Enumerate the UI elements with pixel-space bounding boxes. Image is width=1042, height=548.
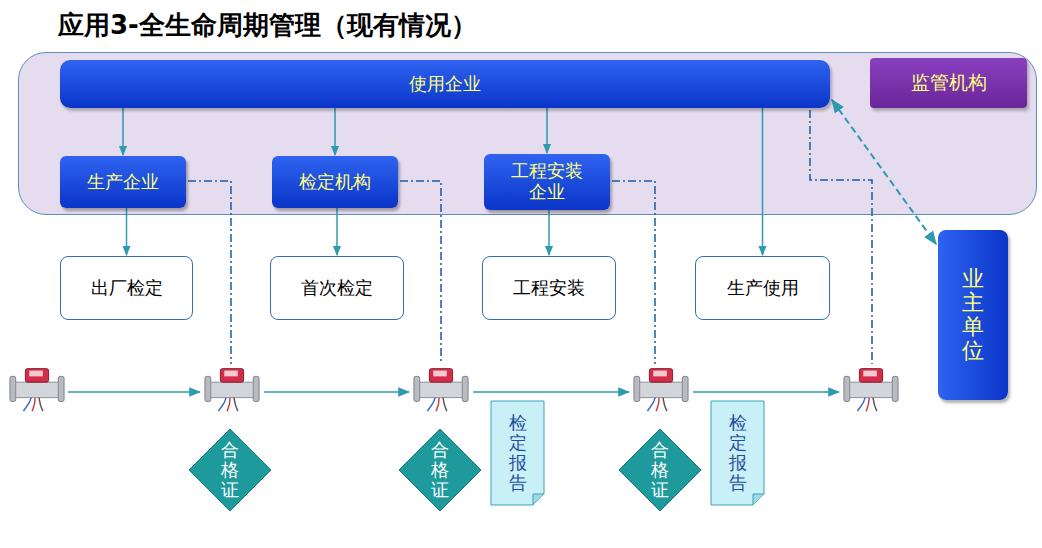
node-label: 检定报告 [509,413,527,492]
stage-box: 工程安装 [482,256,616,320]
stage-box: 首次检定 [270,256,404,320]
node-label: 监管机构 [911,70,987,96]
owner-box: 业主单位 [938,230,1008,400]
node-label: 生产使用 [727,276,799,300]
connector-arrow [762,108,764,255]
stage-box: 生产使用 [695,256,830,320]
certificate-diamond: 合格证 [188,428,272,512]
connector-arrow [832,100,936,244]
org-box: 生产企业 [60,156,186,208]
regulator-box: 监管机构 [870,58,1027,108]
certificate-diamond: 合格证 [398,428,482,512]
certificate-diamond: 合格证 [618,428,702,512]
node-label: 检定报告 [729,413,747,492]
org-box: 工程安装 企业 [484,154,610,210]
node-label: 检定机构 [299,172,371,193]
stage-box: 出厂检定 [60,256,193,320]
connector-arrow [548,210,550,255]
report-document: 检定报告 [490,400,545,506]
meter-icons [10,369,898,412]
node-label: 合格证 [651,440,669,499]
node-label: 合格证 [221,440,239,499]
node-label: 合格证 [431,440,449,499]
node-label: 生产企业 [87,172,159,193]
page-title: 应用3-全生命周期管理（现有情况） [58,8,477,43]
org-box: 检定机构 [272,156,398,208]
report-document: 检定报告 [710,400,765,506]
connector-arrow [334,108,336,155]
connector-arrow [122,108,124,155]
node-label: 首次检定 [301,276,373,300]
user-enterprise-bar: 使用企业 [60,60,830,108]
node-label: 使用企业 [409,72,481,96]
meter-flow-arrows [68,391,839,393]
connector-arrow [336,208,338,255]
connector-arrow [126,208,128,255]
node-label: 出厂检定 [91,276,163,300]
node-label: 工程安装 企业 [500,161,594,202]
connector-arrow [546,108,548,153]
node-label: 工程安装 [513,276,585,300]
trace-lines [188,110,872,364]
node-label: 业主单位 [962,267,984,364]
